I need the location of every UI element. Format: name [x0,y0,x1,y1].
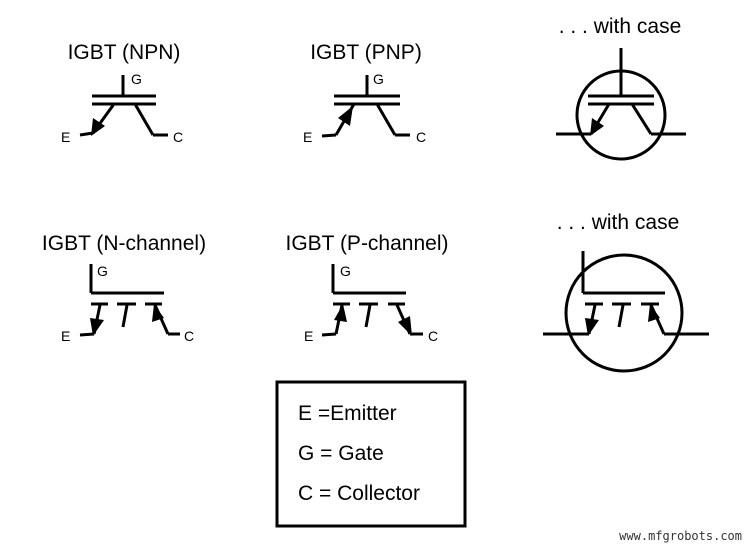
emitter-arrow-icon [91,118,105,136]
emitter-arrow-icon [334,304,347,322]
emitter-arrow-icon [590,118,604,136]
nchannel-gate-label: G [97,263,108,279]
npn-gate-label: G [131,71,142,87]
legend-box: E =Emitter G = Gate C = Collector [275,380,467,528]
emitter-arrow-icon [338,106,353,126]
pchannel-emitter-label: E [304,328,313,344]
igbt-pnp-symbol: IGBT (PNP) G E C [303,41,426,145]
pnp-title: IGBT (PNP) [310,41,422,64]
nchannel-title: IGBT (N-channel) [42,232,206,255]
nchannel-collector-label: C [184,328,194,344]
collector-arrow-icon [398,316,412,336]
npn-emitter-label: E [61,129,70,145]
pchannel-gate-label: G [340,263,351,279]
igbt-npn-case-symbol: . . . with case [556,15,686,161]
pchannel-title: IGBT (P-channel) [285,232,448,255]
case-top-title: . . . with case [559,15,682,38]
npn-collector-label: C [173,129,183,145]
igbt-npn-symbol: IGBT (NPN) G E C [61,41,183,145]
pnp-gate-label: G [373,71,384,87]
igbt-pchannel-symbol: IGBT (P-channel) G E C [285,232,448,344]
watermark: www.mfgrobots.com [619,529,742,543]
collector-arrow-icon [152,304,164,322]
emitter-arrow-icon [90,318,104,336]
legend-item-collector: C = Collector [298,482,420,505]
legend-item-gate: G = Gate [298,442,384,465]
pnp-collector-label: C [416,129,426,145]
npn-title: IGBT (NPN) [68,41,181,64]
case-bottom-title: . . . with case [557,211,680,234]
pchannel-collector-label: C [428,328,438,344]
nchannel-emitter-label: E [61,328,70,344]
collector-arrow-icon [648,304,660,322]
igbt-nchannel-symbol: IGBT (N-channel) G E C [42,232,206,344]
legend-item-emitter: E =Emitter [298,402,397,425]
emitter-arrow-icon [585,318,599,336]
pnp-emitter-label: E [303,129,312,145]
case-circle [564,253,684,373]
igbt-nchannel-case-symbol: . . . with case [543,211,709,373]
